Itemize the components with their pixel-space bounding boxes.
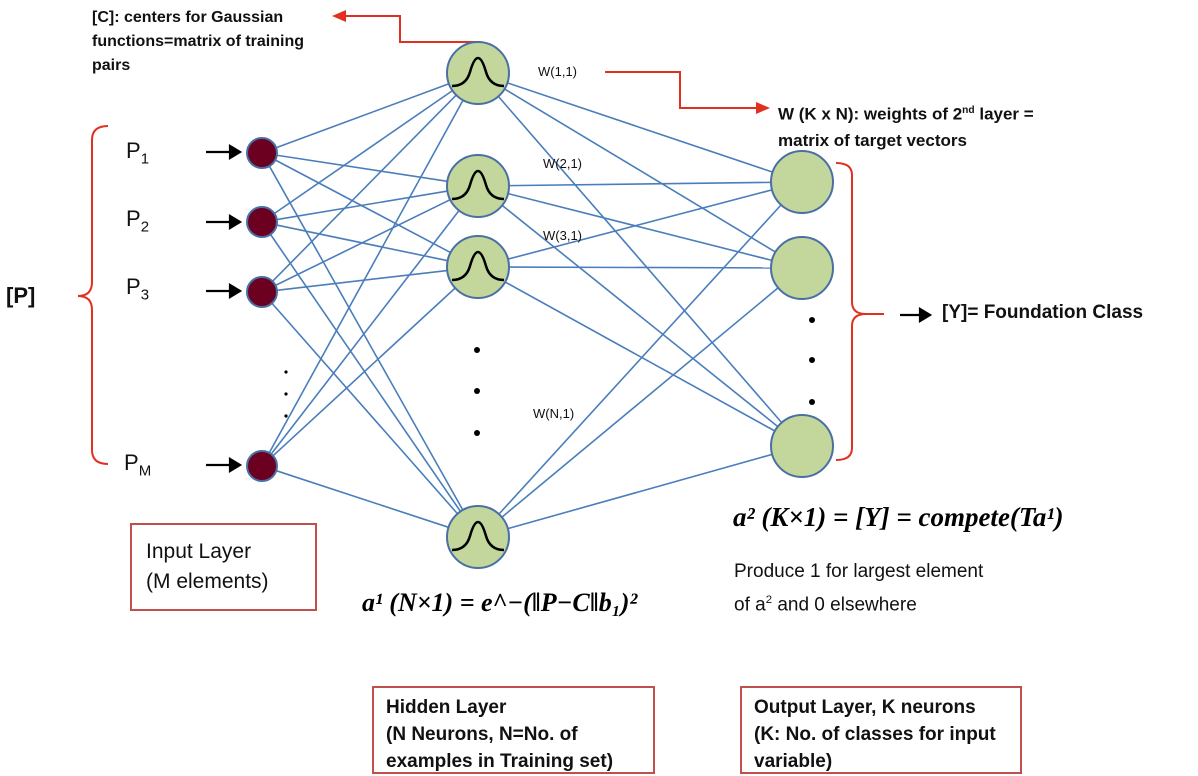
connection-line: [507, 82, 773, 173]
weights-arrow: [605, 71, 760, 109]
input-group-label: [P]: [6, 283, 36, 308]
input-label-p1: P1: [126, 138, 150, 168]
connection-line: [497, 95, 783, 424]
weight-label: W(1,1): [538, 64, 577, 79]
hidden-output-connections: [497, 82, 783, 530]
connection-line: [507, 192, 773, 262]
input-nodes: [246, 137, 278, 482]
hidden-node: [446, 235, 510, 299]
connection-line: [271, 94, 457, 282]
output-layer-equation: a² (K×1) = [Y] = compete(Ta¹): [733, 502, 1064, 532]
output-class-label: [Y]= Foundation Class: [942, 302, 1144, 323]
weights-arrowhead: [756, 102, 770, 114]
hidden-nodes: [446, 41, 510, 569]
input-layer-box: Input Layer (M elements): [130, 523, 317, 611]
input-node: [246, 137, 278, 169]
connection-line: [269, 233, 462, 512]
input-hidden-connections: [268, 83, 464, 529]
connection-line: [273, 89, 453, 215]
centers-arrowhead: [332, 10, 346, 22]
output-node: [770, 150, 834, 214]
input-brace: [77, 125, 109, 465]
connection-line: [276, 190, 448, 221]
connection-line: [507, 189, 773, 260]
connection-line: [508, 266, 772, 269]
hidden-node: [446, 154, 510, 218]
weight-label: W(3,1): [543, 228, 582, 243]
weights-annotation: W (K x N): weights of 2nd layer = matrix…: [778, 104, 1034, 150]
hidden-node: [446, 41, 510, 105]
input-node: [246, 450, 278, 482]
output-node: [770, 414, 834, 478]
weight-label: W(N,1): [533, 406, 574, 421]
hidden-node: [446, 505, 510, 569]
connection-line: [504, 281, 776, 432]
connection-line: [274, 159, 451, 254]
connection-line: [498, 204, 782, 515]
connection-line: [275, 198, 451, 287]
input-node: [246, 276, 278, 308]
connection-line: [268, 165, 464, 511]
connection-line: [501, 204, 779, 428]
connection-line: [271, 302, 459, 515]
connection-line: [270, 210, 460, 455]
connection-line: [272, 287, 456, 457]
connection-line: [276, 469, 449, 529]
gaussian-icon: [451, 520, 505, 552]
input-label-p3: P3: [126, 274, 150, 304]
output-description: Produce 1 for largest element of a2 and …: [734, 561, 984, 616]
weight-label: W(2,1): [543, 156, 582, 171]
output-bracket: [835, 162, 867, 461]
input-node: [246, 206, 278, 238]
centers-annotation: [C]: centers for Gaussian functions=matr…: [92, 9, 305, 74]
connection-line: [504, 88, 776, 253]
connection-line: [276, 269, 448, 292]
connection-line: [268, 99, 464, 454]
hidden-layer-equation: a¹ (N×1) = e^−(‖P−C‖b₁)²: [362, 588, 638, 617]
connection-line: [501, 287, 779, 518]
output-nodes: [770, 150, 834, 478]
gaussian-icon: [451, 169, 505, 201]
input-arrows: [206, 144, 933, 473]
gaussian-icon: [451, 250, 505, 282]
hidden-layer-box: Hidden Layer (N Neurons, N=No. of exampl…: [372, 686, 655, 774]
connection-line: [276, 154, 448, 183]
input-label-p2: P2: [126, 206, 150, 236]
connection-line: [507, 453, 773, 530]
output-node: [770, 236, 834, 300]
gaussian-icon: [451, 56, 505, 88]
connection-line: [275, 83, 450, 149]
output-layer-box: Output Layer, K neurons (K: No. of class…: [740, 686, 1022, 774]
ellipsis-dots: [284, 317, 815, 436]
centers-arrow: [340, 15, 479, 48]
connection-line: [508, 181, 772, 187]
input-label-pm: PM: [124, 450, 152, 480]
